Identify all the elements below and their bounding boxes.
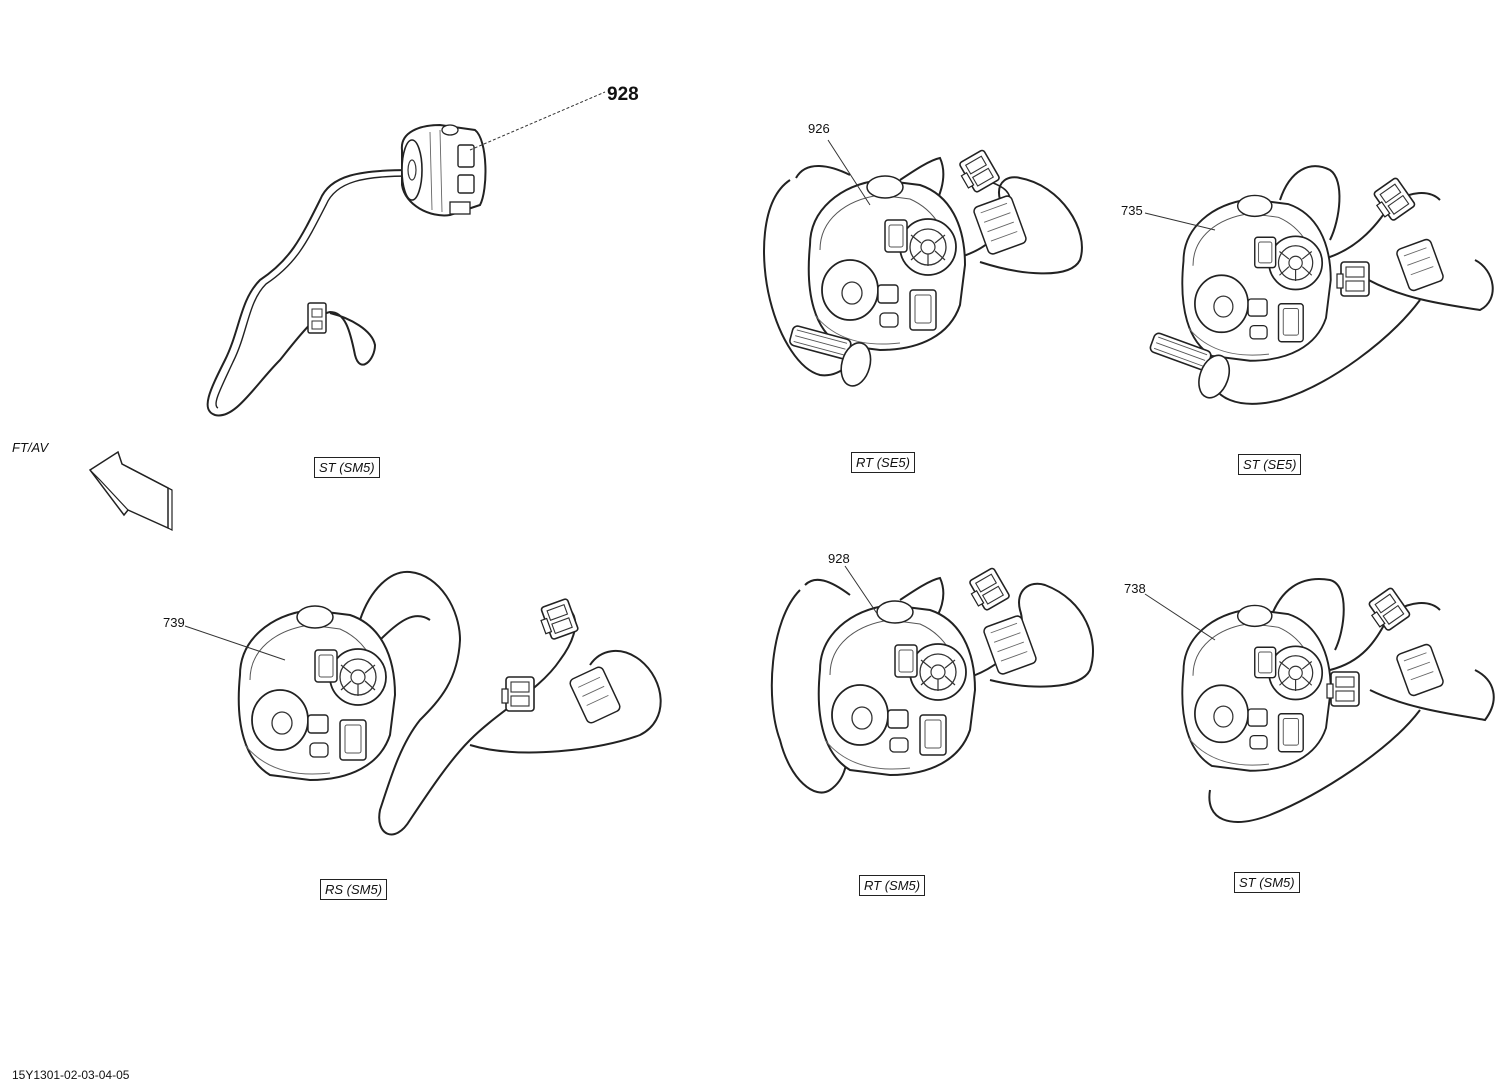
callout-738: 738 <box>1124 581 1146 596</box>
variant-tag-st-se5: ST (SE5) <box>1238 454 1302 475</box>
switch-st-se5 <box>1139 165 1494 405</box>
callout-926: 926 <box>808 121 830 136</box>
switch-rt-sm5 <box>770 565 1094 794</box>
switch-st-sm5-top <box>206 91 606 417</box>
front-label: FT/AV <box>12 440 49 455</box>
drawing-reference: 15Y1301-02-03-04-05 <box>12 1068 130 1082</box>
variant-tag-rt-se5: RT (SE5) <box>851 452 915 473</box>
switch-st-sm5-bottom <box>1144 578 1495 823</box>
callout-735: 735 <box>1121 203 1143 218</box>
callout-928-bottom: 928 <box>828 551 850 566</box>
leader-line <box>469 91 606 151</box>
variant-tag-rt-sm5: RT (SM5) <box>859 875 926 896</box>
switch-rt-se5 <box>763 139 1083 391</box>
callout-928-top: 928 <box>607 84 639 105</box>
variant-tag-st-sm5-top: ST (SM5) <box>314 457 380 478</box>
callout-739: 739 <box>163 615 185 630</box>
switch-rs-sm5 <box>184 570 662 836</box>
variant-tag-st-sm5-bottom: ST (SM5) <box>1234 872 1300 893</box>
variant-tag-rs-sm5: RS (SM5) <box>320 879 388 900</box>
front-direction-arrow <box>88 450 173 531</box>
